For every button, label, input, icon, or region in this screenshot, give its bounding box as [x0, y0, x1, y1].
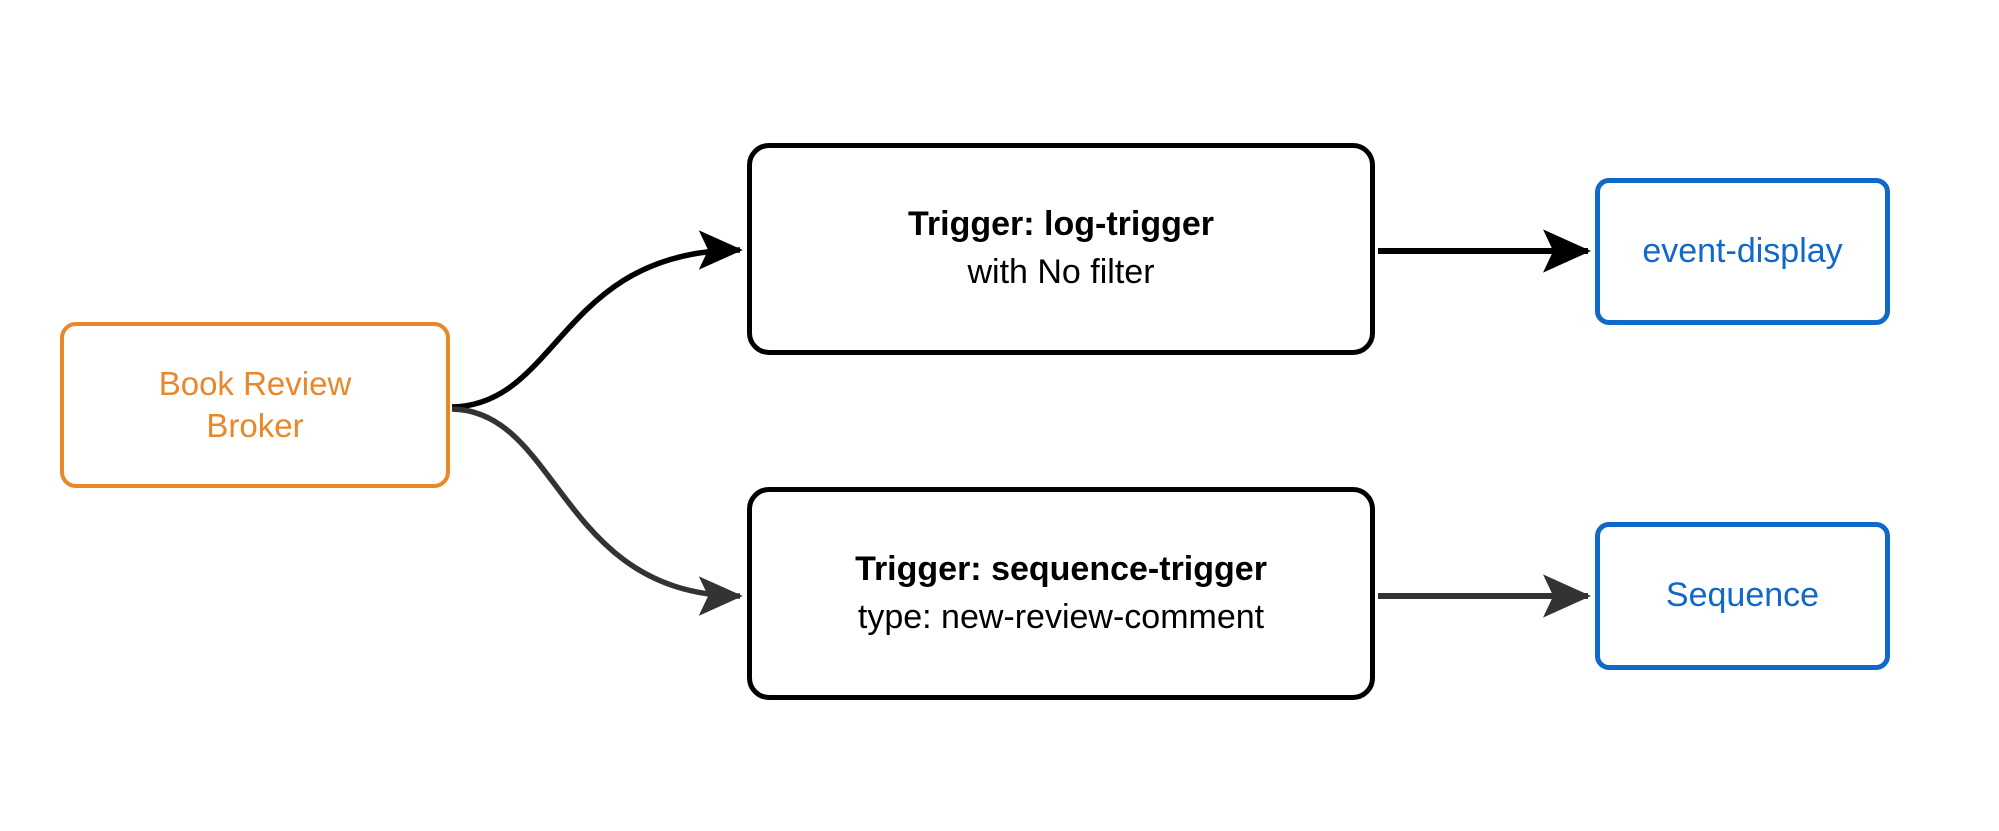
edge-broker-to-log-trigger [451, 230, 743, 410]
log-trigger-subtitle: with No filter [967, 253, 1155, 291]
sequence-label: Sequence [1665, 576, 1820, 615]
log-trigger-title: Trigger: log-trigger [908, 205, 1214, 244]
node-event-display[interactable]: event-display [1595, 178, 1890, 325]
sequence-trigger-subtitle: type: new-review-comment [857, 597, 1265, 636]
node-book-review-broker[interactable]: Book Review Broker [60, 322, 450, 488]
event-display-label: event-display [1642, 231, 1843, 270]
edge-broker-to-sequence-trigger [451, 406, 743, 616]
node-log-trigger[interactable]: Trigger: log-trigger with No filter [747, 143, 1375, 355]
broker-label-line-2: Broker [206, 407, 304, 444]
sequence-trigger-title: Trigger: sequence-trigger [855, 549, 1267, 588]
node-sequence-trigger[interactable]: Trigger: sequence-trigger type: new-revi… [747, 487, 1375, 700]
node-sequence[interactable]: Sequence [1595, 522, 1890, 670]
broker-label-line-1: Book Review [158, 364, 352, 402]
